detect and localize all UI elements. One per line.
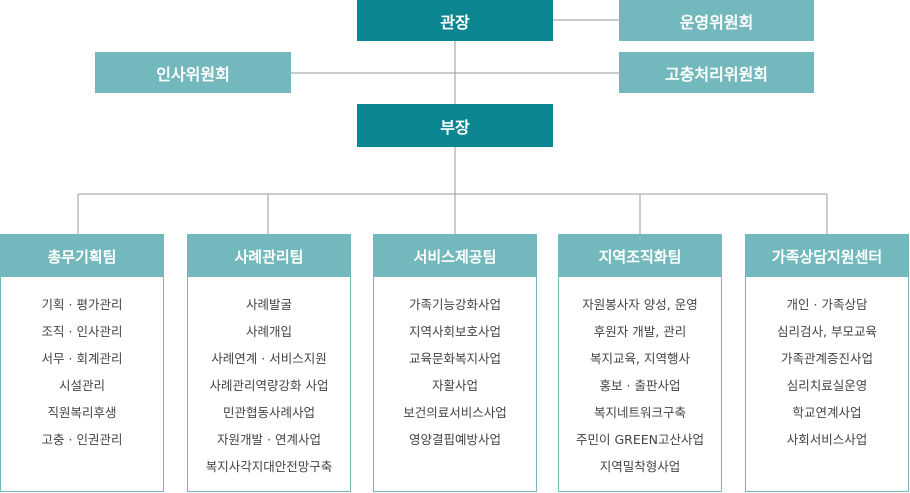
duty-item: 교육문화복지사업 — [408, 351, 501, 366]
team-duties: 개인 · 가족상담 심리검사, 부모교육 가족관계증진사업 심리치료실운영 학교… — [746, 277, 908, 453]
duty-item: 보건의료서비스사업 — [403, 405, 507, 420]
duty-item: 심리치료실운영 — [786, 378, 868, 393]
team-title: 총무기획팀 — [1, 235, 163, 277]
duty-item: 사례연계 · 서비스지원 — [211, 351, 327, 366]
team-duties: 기획 · 평가관리 조직 · 인사관리 서무 · 회계관리 시설관리 직원복리후… — [1, 277, 163, 453]
team-duties: 사례발굴 사례개입 사례연계 · 서비스지원 사례관리역량강화 사업 민관협동사… — [188, 277, 350, 480]
team-title: 가족상담지원센터 — [746, 235, 908, 277]
duty-item: 자원봉사자 양성, 운영 — [582, 297, 698, 312]
grievance-committee-box: 고충처리위원회 — [619, 52, 814, 93]
duty-item: 민관협동사례사업 — [222, 405, 315, 420]
duty-item: 고충 · 인권관리 — [41, 432, 123, 447]
duty-item: 복지교육, 지역행사 — [590, 351, 690, 366]
team-case-management: 사례관리팀 사례발굴 사례개입 사례연계 · 서비스지원 사례관리역량강화 사업… — [187, 234, 351, 492]
duty-item: 개인 · 가족상담 — [786, 297, 868, 312]
duty-item: 심리검사, 부모교육 — [777, 324, 877, 339]
duty-item: 시설관리 — [58, 378, 105, 393]
team-family-counseling-center: 가족상담지원센터 개인 · 가족상담 심리검사, 부모교육 가족관계증진사업 심… — [745, 234, 909, 492]
duty-item: 사회서비스사업 — [786, 432, 868, 447]
duty-item: 사례발굴 — [245, 297, 292, 312]
deputy-box: 부장 — [357, 104, 553, 147]
duty-item: 복지네트워크구축 — [593, 405, 686, 420]
duty-item: 주민이 GREEN고산사업 — [576, 432, 704, 447]
duty-item: 후원자 개발, 관리 — [593, 324, 687, 339]
team-title: 서비스제공팀 — [374, 235, 536, 277]
duty-item: 조직 · 인사관리 — [41, 324, 123, 339]
duty-item: 지역밀착형사업 — [599, 459, 681, 474]
duty-item: 영양결핍예방사업 — [408, 432, 501, 447]
duty-item: 직원복리후생 — [47, 405, 117, 420]
duty-item: 자활사업 — [431, 378, 478, 393]
duty-item: 복지사각지대안전망구축 — [205, 459, 333, 474]
director-box: 관장 — [357, 0, 553, 41]
duty-item: 자원개발 · 연계사업 — [217, 432, 321, 447]
team-community-organizing: 지역조직화팀 자원봉사자 양성, 운영 후원자 개발, 관리 복지교육, 지역행… — [558, 234, 722, 492]
duty-item: 사례관리역량강화 사업 — [209, 378, 329, 393]
team-duties: 자원봉사자 양성, 운영 후원자 개발, 관리 복지교육, 지역행사 홍보 · … — [559, 277, 721, 480]
team-title: 지역조직화팀 — [559, 235, 721, 277]
duty-item: 지역사회보호사업 — [408, 324, 501, 339]
hr-committee-box: 인사위원회 — [95, 52, 291, 93]
duty-item: 홍보 · 출판사업 — [599, 378, 681, 393]
duty-item: 기획 · 평가관리 — [41, 297, 123, 312]
duty-item: 학교연계사업 — [792, 405, 862, 420]
ops-committee-box: 운영위원회 — [619, 0, 814, 41]
team-duties: 가족기능강화사업 지역사회보호사업 교육문화복지사업 자활사업 보건의료서비스사… — [374, 277, 536, 453]
duty-item: 가족관계증진사업 — [780, 351, 873, 366]
team-service-provision: 서비스제공팀 가족기능강화사업 지역사회보호사업 교육문화복지사업 자활사업 보… — [373, 234, 537, 492]
duty-item: 서무 · 회계관리 — [41, 351, 123, 366]
duty-item: 가족기능강화사업 — [408, 297, 501, 312]
duty-item: 사례개입 — [245, 324, 292, 339]
team-general-planning: 총무기획팀 기획 · 평가관리 조직 · 인사관리 서무 · 회계관리 시설관리… — [0, 234, 164, 492]
team-title: 사례관리팀 — [188, 235, 350, 277]
